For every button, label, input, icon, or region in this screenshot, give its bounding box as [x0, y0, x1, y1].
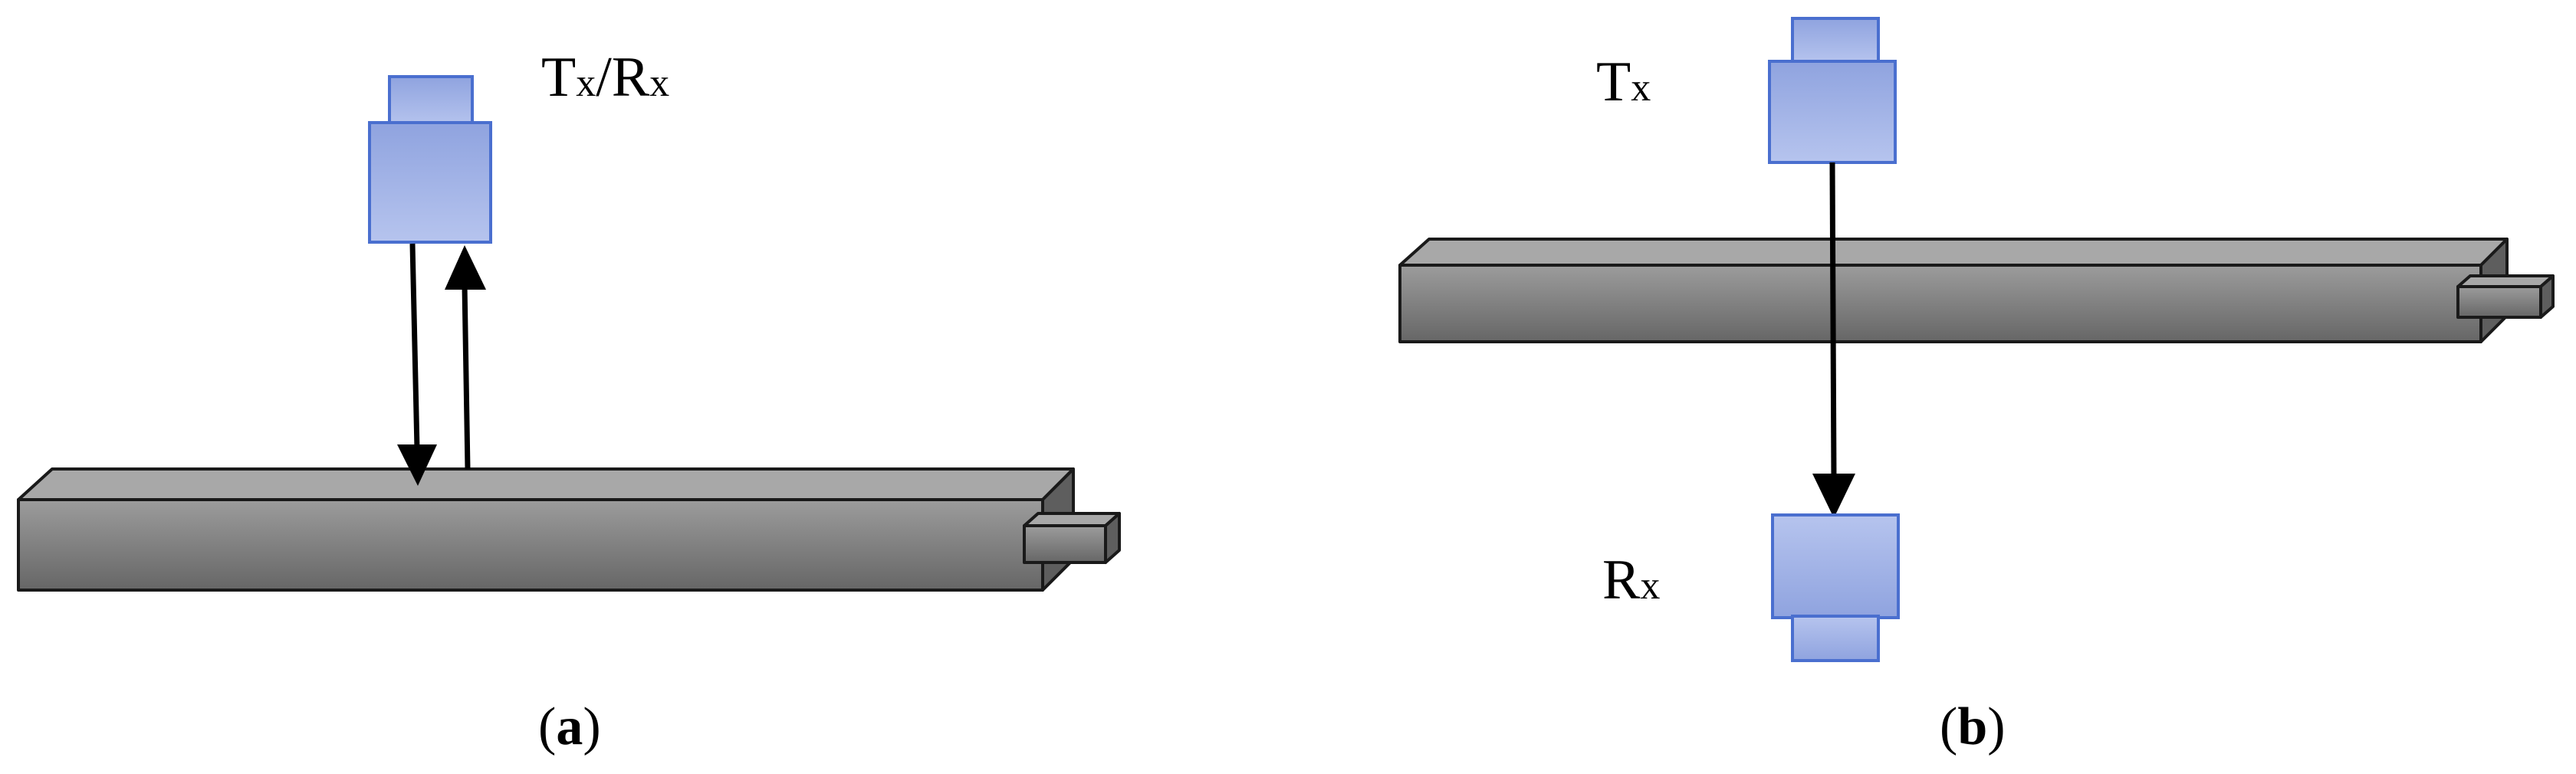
receiver-label-b: Rx — [1602, 549, 1661, 612]
transmitted-arrowhead-b — [1812, 474, 1855, 518]
arrows-a — [397, 243, 486, 486]
reflected-arrowhead-a — [445, 245, 486, 290]
bar-b-top-face — [1398, 238, 2509, 267]
transmitted-beam-b — [1829, 162, 1837, 480]
connector-b-top — [2456, 274, 2555, 288]
arrows-b — [1812, 162, 1855, 518]
transceiver-sensor-a — [368, 75, 492, 244]
bar-a — [17, 467, 1121, 592]
transmitter-cap-b — [1791, 17, 1880, 64]
transceiver-body-a — [368, 121, 492, 244]
bar-b — [1398, 238, 2555, 343]
transmitter-body-b — [1768, 60, 1897, 164]
transceiver-label-a: Tx/Rx — [541, 46, 670, 109]
bar-b-front-face — [1398, 264, 2482, 343]
caption-b: (b) — [1940, 697, 2006, 756]
emitted-beam-a — [409, 243, 420, 450]
connector-b-front — [2456, 285, 2542, 319]
panel-b — [1398, 17, 2555, 662]
reflected-beam-a — [462, 284, 471, 470]
emitted-arrowhead-a — [397, 444, 437, 486]
connector-a-top — [1023, 512, 1121, 527]
receiver-cap-b — [1791, 615, 1880, 662]
bar-a-top-face — [17, 467, 1075, 501]
receiver-body-b — [1771, 513, 1900, 619]
transmitter-label-b: Tx — [1596, 51, 1651, 113]
receiver-sensor-b — [1771, 513, 1900, 662]
connector-a-front — [1023, 524, 1107, 564]
caption-a: (a) — [538, 697, 601, 756]
bar-a-front-face — [17, 498, 1044, 592]
transceiver-cap-a — [388, 75, 474, 127]
panel-a — [17, 75, 1121, 592]
transmitter-sensor-b — [1768, 17, 1897, 164]
